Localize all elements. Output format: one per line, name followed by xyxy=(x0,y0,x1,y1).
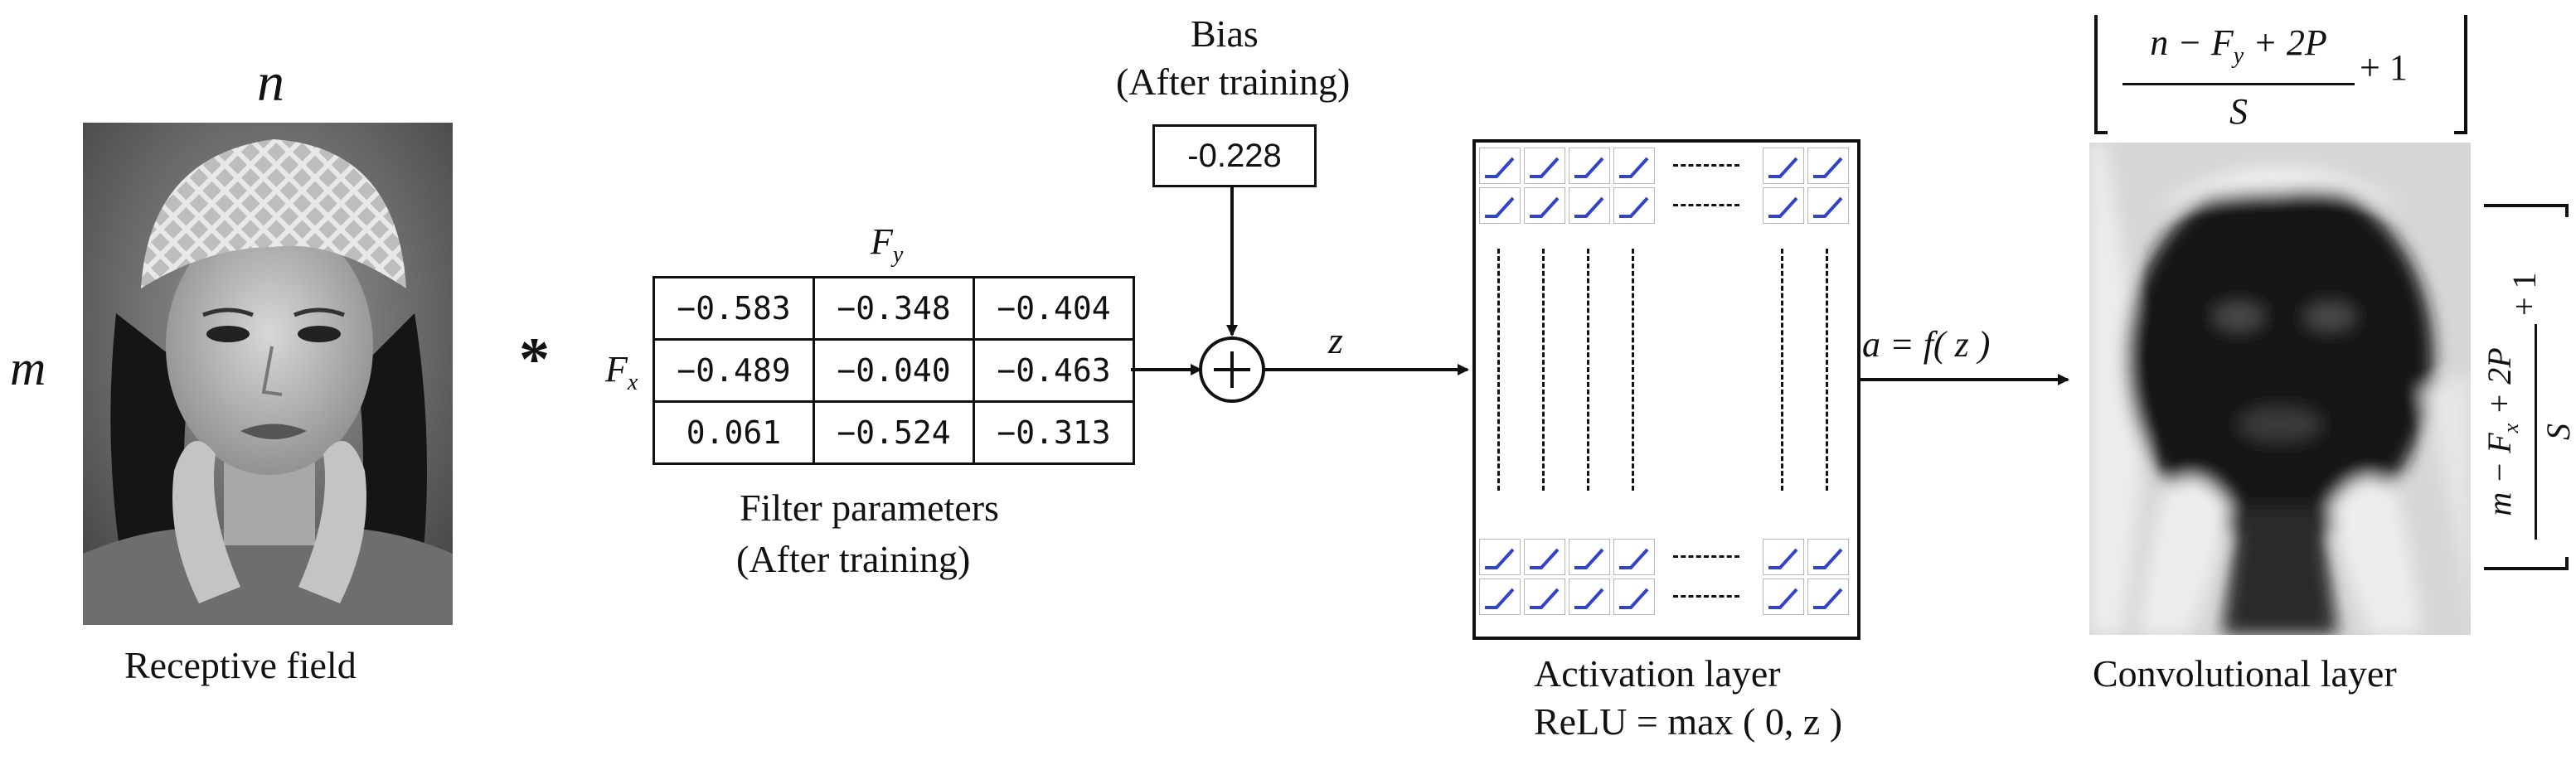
filter-cell: −0.348 xyxy=(813,276,975,341)
convolutional-layer-caption: Convolutional layer xyxy=(2093,652,2397,695)
relu-unit-cell xyxy=(1763,187,1804,224)
convolutional-layer-image xyxy=(2089,143,2471,635)
relu-unit-cell xyxy=(1807,579,1849,615)
relu-unit-cell xyxy=(1613,539,1655,575)
conv-width-formula: n − Fy + 2P S + 1 xyxy=(2089,3,2471,136)
filter-cell: 0.061 xyxy=(652,400,815,465)
width-fraction: n − Fy + 2P S xyxy=(2122,20,2355,135)
conv-height-formula: m − Fx + 2P S + 1 xyxy=(2481,204,2576,570)
filter-cell: −0.404 xyxy=(973,276,1135,341)
vertical-continuation-dashes xyxy=(1632,249,1634,491)
filter-caption-line1: Filter parameters xyxy=(740,487,999,529)
filter-cell: −0.040 xyxy=(813,338,975,403)
width-floor-left-bracket xyxy=(2094,15,2108,134)
filter-row: −0.489 −0.040 −0.463 xyxy=(652,338,1135,403)
height-label-m: m xyxy=(10,341,46,395)
height-plus-one: + 1 xyxy=(2506,272,2543,316)
height-floor-bottom-bracket xyxy=(2484,557,2569,570)
sum-node-circle xyxy=(1199,337,1265,403)
relu-unit-cell xyxy=(1569,579,1610,615)
width-label-n: n xyxy=(257,52,284,113)
activation-grid xyxy=(1472,139,1860,640)
relu-unit-cell xyxy=(1569,148,1610,184)
horizontal-continuation-dashes xyxy=(1673,164,1739,167)
width-plus-one: + 1 xyxy=(2360,47,2408,88)
horizontal-continuation-dashes xyxy=(1673,204,1739,206)
activation-output-label: a = f( z ) xyxy=(1862,324,1991,365)
vertical-continuation-dashes xyxy=(1781,249,1783,491)
horizontal-continuation-dashes xyxy=(1673,555,1739,558)
filter-fy-label: Fy xyxy=(871,221,904,268)
filter-matrix: −0.583 −0.348 −0.404 −0.489 −0.040 −0.46… xyxy=(652,276,1135,465)
filter-cell: −0.583 xyxy=(652,276,815,341)
activation-caption-line2: ReLU = max ( 0, z ) xyxy=(1534,700,1843,743)
vertical-continuation-dashes xyxy=(1497,249,1500,491)
relu-unit-cell xyxy=(1569,187,1610,224)
relu-unit-cell xyxy=(1479,539,1521,575)
bias-title-line1: Bias xyxy=(1191,12,1259,55)
filter-cell: −0.489 xyxy=(652,338,815,403)
relu-unit-cell xyxy=(1479,579,1521,615)
convolution-operator: * xyxy=(519,326,550,394)
relu-unit-cell xyxy=(1807,187,1849,224)
height-fraction: m − Fx + 2P S xyxy=(2480,324,2576,540)
width-floor-right-bracket xyxy=(2454,15,2467,134)
filter-cell: −0.524 xyxy=(813,400,975,465)
height-floor-top-bracket xyxy=(2484,204,2569,217)
relu-unit-cell xyxy=(1524,148,1565,184)
relu-unit-cell xyxy=(1524,579,1565,615)
relu-unit-cell xyxy=(1613,579,1655,615)
bias-value-box: -0.228 xyxy=(1152,124,1317,187)
vertical-continuation-dashes xyxy=(1587,249,1589,491)
relu-unit-cell xyxy=(1763,579,1804,615)
filter-cell: −0.313 xyxy=(973,400,1135,465)
vertical-continuation-dashes xyxy=(1542,249,1545,491)
bias-title-line2: (After training) xyxy=(1116,61,1351,103)
relu-unit-cell xyxy=(1613,187,1655,224)
relu-unit-cell xyxy=(1569,539,1610,575)
sum-output-label-z: z xyxy=(1328,319,1343,361)
relu-unit-cell xyxy=(1479,148,1521,184)
relu-unit-cell xyxy=(1613,148,1655,184)
receptive-field-image xyxy=(83,123,453,625)
activation-caption-line1: Activation layer xyxy=(1534,652,1781,695)
relu-unit-cell xyxy=(1763,539,1804,575)
horizontal-continuation-dashes xyxy=(1673,595,1739,598)
filter-caption-line2: (After training) xyxy=(736,538,971,580)
vertical-continuation-dashes xyxy=(1826,249,1828,491)
relu-unit-cell xyxy=(1524,539,1565,575)
filter-fx-label: Fx xyxy=(605,349,638,395)
filter-row: −0.583 −0.348 −0.404 xyxy=(652,276,1135,341)
relu-unit-cell xyxy=(1524,187,1565,224)
filter-cell: −0.463 xyxy=(973,338,1135,403)
receptive-field-caption: Receptive field xyxy=(124,644,357,686)
relu-unit-cell xyxy=(1763,148,1804,184)
filter-row: 0.061 −0.524 −0.313 xyxy=(652,400,1135,465)
relu-unit-cell xyxy=(1479,187,1521,224)
relu-unit-cell xyxy=(1807,539,1849,575)
relu-unit-cell xyxy=(1807,148,1849,184)
